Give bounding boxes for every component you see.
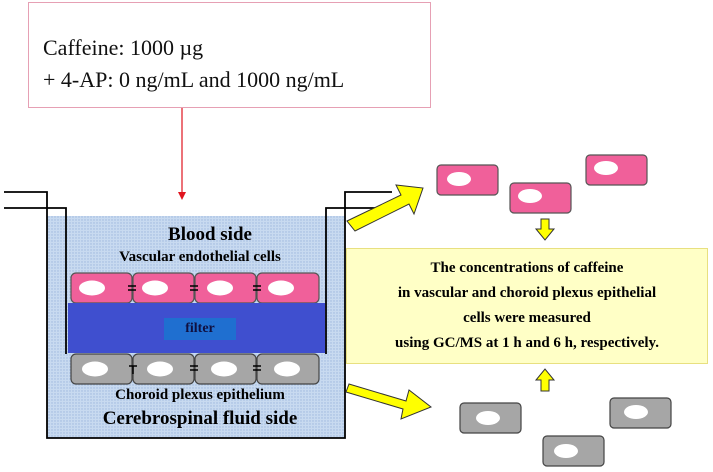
endothelial-cell [436,164,499,196]
measurement-box: The concentrations of caffeine in vascul… [346,248,708,364]
choroid-plexus-label: Choroid plexus epithelium [115,387,285,403]
measurement-line: cells were measured [463,310,591,326]
dose-arrow [178,108,186,200]
endothelial-cell [585,154,648,186]
arrow-to-epithelial-cells [345,383,432,420]
small-arrow-down [534,218,556,241]
epithelial-cell [542,435,605,467]
endothelial-cell [194,272,257,304]
epithelial-cell [256,353,320,385]
filter-label: filter [164,318,236,340]
dose-4ap-text: + 4-AP: 0 ng/mL and 1000 ng/mL [43,67,345,92]
isolated-endothelial-cells [436,154,648,214]
dose-box: Caffeine: 1000 µg + 4-AP: 0 ng/mL and 10… [28,2,431,108]
endothelial-cell [256,272,320,304]
epithelial-cell [459,402,522,434]
endothelial-cells-label: Vascular endothelial cells [119,249,281,265]
arrow-to-endothelial-cells [346,184,424,232]
endothelial-cell-layer [70,272,320,304]
epithelial-cell [609,397,672,429]
endothelial-cell [70,272,133,304]
tight-junction-marks [128,285,261,291]
isolated-epithelial-cells [459,397,672,467]
epithelial-cell [132,353,195,385]
epithelial-cell [194,353,257,385]
transwell-walls [4,191,392,439]
dose-caffeine-text: Caffeine: 1000 µg [43,35,204,60]
endothelial-cell [509,182,572,214]
measurement-line: using GC/MS at 1 h and 6 h, respectively… [395,335,659,351]
measurement-line: in vascular and choroid plexus epithelia… [397,285,657,301]
epithelial-cell-layer [70,353,320,385]
blood-side-label: Blood side [168,224,252,245]
epithelial-cell [70,353,133,385]
tight-junction-marks [129,365,261,374]
endothelial-cell [132,272,195,304]
measurement-line: The concentrations of caffeine [430,260,624,276]
csf-side-label: Cerebrospinal fluid side [102,408,298,429]
small-arrow-up [534,368,556,392]
